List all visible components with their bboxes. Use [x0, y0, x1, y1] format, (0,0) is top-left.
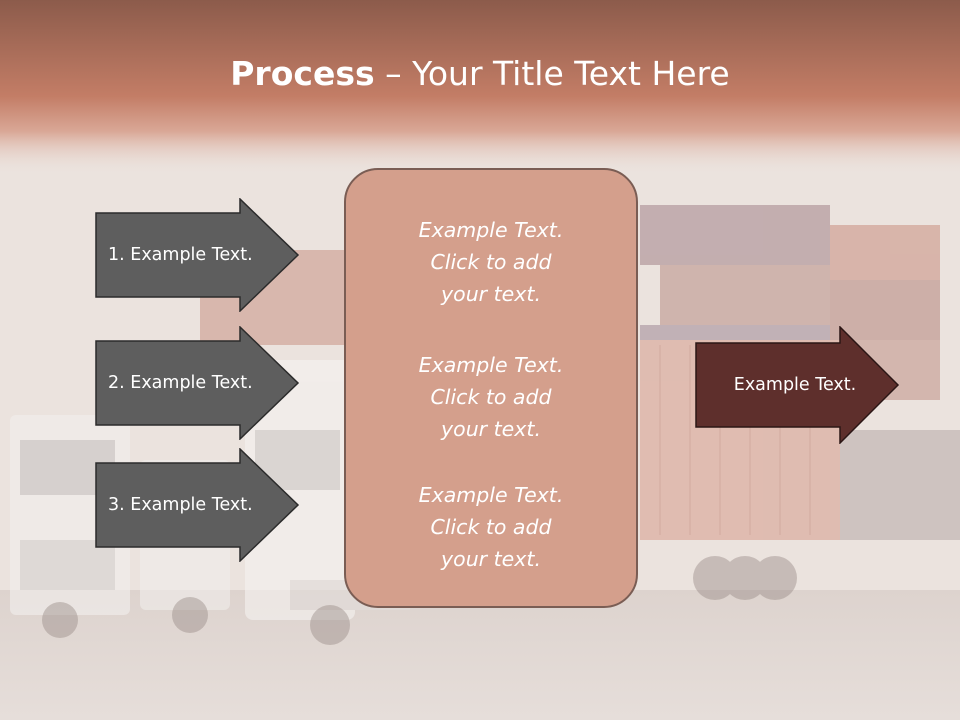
arrow-right-shape — [95, 198, 300, 312]
arrow-right-shape — [95, 448, 300, 562]
panel-text-2: Example Text. Click to add your text. — [418, 353, 564, 441]
arrow-right-shape — [95, 326, 300, 440]
center-text-panel[interactable]: Example Text. Click to add your text. Ex… — [344, 168, 638, 608]
step-arrow-3[interactable]: 3. Example Text. — [95, 448, 300, 562]
title-bold: Process — [230, 54, 375, 93]
title-rest: – Your Title Text Here — [374, 54, 730, 93]
result-arrow[interactable]: Example Text. — [695, 326, 900, 444]
step-label-3: 3. Example Text. — [108, 495, 253, 515]
panel-text-1: Example Text. Click to add your text. — [418, 218, 564, 306]
step-label-2: 2. Example Text. — [108, 373, 253, 393]
slide-title: Process – Your Title Text Here — [0, 54, 960, 94]
step-label-1: 1. Example Text. — [108, 245, 253, 265]
step-arrow-1[interactable]: 1. Example Text. — [95, 198, 300, 312]
panel-text-3: Example Text. Click to add your text. — [418, 483, 564, 571]
result-label: Example Text. — [733, 375, 857, 395]
arrow-right-shape — [695, 326, 900, 444]
step-arrow-2[interactable]: 2. Example Text. — [95, 326, 300, 440]
